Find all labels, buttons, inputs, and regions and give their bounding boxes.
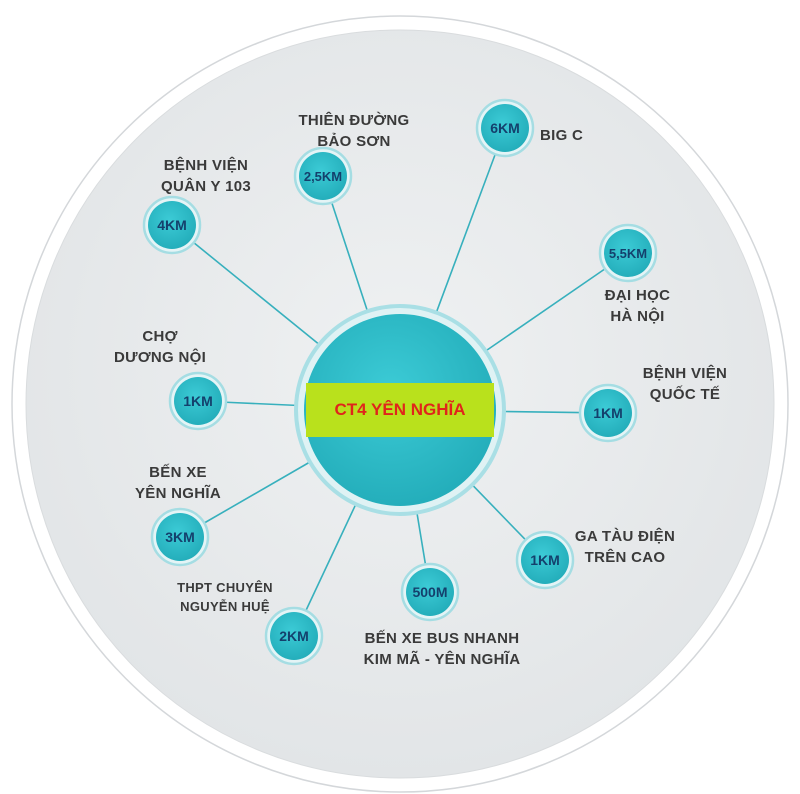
node-circle xyxy=(521,536,569,584)
label-cho-duong-noi: CHỢ DƯƠNG NỘI xyxy=(100,326,220,368)
node-circle xyxy=(481,104,529,152)
label-line: QUÂN Y 103 xyxy=(161,178,251,195)
distance-label: 1KM xyxy=(183,393,213,409)
label-benh-vien-quan-y-103: BỆNH VIỆN QUÂN Y 103 xyxy=(146,155,266,197)
node-circle xyxy=(584,389,632,437)
node-circle xyxy=(604,229,652,277)
node-circle xyxy=(156,513,204,561)
spokes xyxy=(193,153,606,611)
label-line: BẢO SƠN xyxy=(317,133,391,150)
label-line: BỆNH VIỆN xyxy=(642,365,728,382)
node-circle xyxy=(299,152,347,200)
spoke-line-big-c xyxy=(435,153,496,313)
label-line: HÀ NỘI xyxy=(610,308,665,325)
label-line: YÊN NGHĨA xyxy=(134,485,222,502)
distance-label: 3KM xyxy=(165,529,195,545)
label-benh-vien-quoc-te: BỆNH VIỆN QUỐC TẾ xyxy=(630,363,740,405)
distance-label: 2,5KM xyxy=(304,169,342,184)
node-benh-vien-quoc-te: 1KM xyxy=(578,383,638,443)
distance-label: 2KM xyxy=(279,628,309,644)
node-dai-hoc-ha-noi: 5,5KM xyxy=(598,223,658,283)
label-line: GA TÀU ĐIỆN xyxy=(574,528,676,545)
node-circle xyxy=(270,612,318,660)
label-big-c: BIG C xyxy=(540,125,583,146)
node-ben-xe-bus-nhanh: 500M xyxy=(400,562,460,622)
spoke-line-ben-xe-yen-nghia xyxy=(203,461,311,524)
hub-label: CT4 YÊN NGHĨA xyxy=(334,400,466,419)
spoke-line-dai-hoc-ha-noi xyxy=(485,268,606,352)
distance-label: 1KM xyxy=(530,552,560,568)
label-line: THPT CHUYÊN xyxy=(177,580,273,595)
label-line: THIÊN ĐƯỜNG xyxy=(298,112,410,129)
spoke-line-ga-tau-dien-tren-cao xyxy=(471,484,527,541)
distance-label: 5,5KM xyxy=(609,246,647,261)
label-line: BIG C xyxy=(540,127,584,144)
label-line: BỆNH VIỆN xyxy=(163,157,249,174)
label-line: NGUYỄN HUỆ xyxy=(180,599,270,614)
node-circle xyxy=(148,201,196,249)
label-line: DƯƠNG NỘI xyxy=(113,349,207,366)
label-line: KIM MÃ - YÊN NGHĨA xyxy=(363,651,521,668)
label-thpt-chuyen-nguyen-hue: THPT CHUYÊN NGUYỄN HUỆ xyxy=(160,578,290,616)
label-thien-duong-bao-son: THIÊN ĐƯỜNG BẢO SƠN xyxy=(294,110,414,152)
label-line: ĐẠI HỌC xyxy=(604,287,671,304)
hub-banner: CT4 YÊN NGHĨA xyxy=(306,383,494,437)
label-line: TRÊN CAO xyxy=(584,549,666,566)
distance-nodes: 6KM 2,5KM 4KM 5,5KM 1KM 1KM 3KM 1KM 2KM 500M xyxy=(142,98,658,666)
label-ben-xe-bus-nhanh: BẾN XE BUS NHANH KIM MÃ - YÊN NGHĨA xyxy=(342,628,542,670)
spoke-line-thien-duong-bao-son xyxy=(330,202,369,312)
label-ga-tau-dien-tren-cao: GA TÀU ĐIỆN TRÊN CAO xyxy=(560,526,690,568)
spoke-line-thpt-chuyen-nguyen-hue xyxy=(305,503,357,611)
spoke-line-ben-xe-bus-nhanh xyxy=(416,512,427,565)
label-ben-xe-yen-nghia: BẾN XE YÊN NGHĨA xyxy=(118,462,238,504)
node-circle xyxy=(174,377,222,425)
spoke-line-cho-duong-noi xyxy=(225,401,297,407)
label-line: BẾN XE xyxy=(149,464,207,481)
spoke-line-benh-vien-quoc-te xyxy=(503,410,581,414)
node-thien-duong-bao-son: 2,5KM xyxy=(293,146,353,206)
label-line: BẾN XE BUS NHANH xyxy=(364,630,520,647)
label-dai-hoc-ha-noi: ĐẠI HỌC HÀ NỘI xyxy=(580,285,695,327)
distance-label: 500M xyxy=(412,584,447,600)
node-benh-vien-quan-y-103: 4KM xyxy=(142,195,202,255)
node-thpt-chuyen-nguyen-hue: 2KM xyxy=(264,606,324,666)
distance-label: 1KM xyxy=(593,405,623,421)
distance-label: 4KM xyxy=(157,217,187,233)
label-line: CHỢ xyxy=(142,328,178,345)
node-circle xyxy=(406,568,454,616)
node-big-c: 6KM xyxy=(475,98,535,158)
node-ga-tau-dien-tren-cao: 1KM xyxy=(515,530,575,590)
label-line: QUỐC TẾ xyxy=(649,386,721,403)
node-cho-duong-noi: 1KM xyxy=(168,371,228,431)
node-ben-xe-yen-nghia: 3KM xyxy=(150,507,210,567)
spoke-line-benh-vien-quan-y-103 xyxy=(193,242,320,346)
distance-label: 6KM xyxy=(490,120,520,136)
